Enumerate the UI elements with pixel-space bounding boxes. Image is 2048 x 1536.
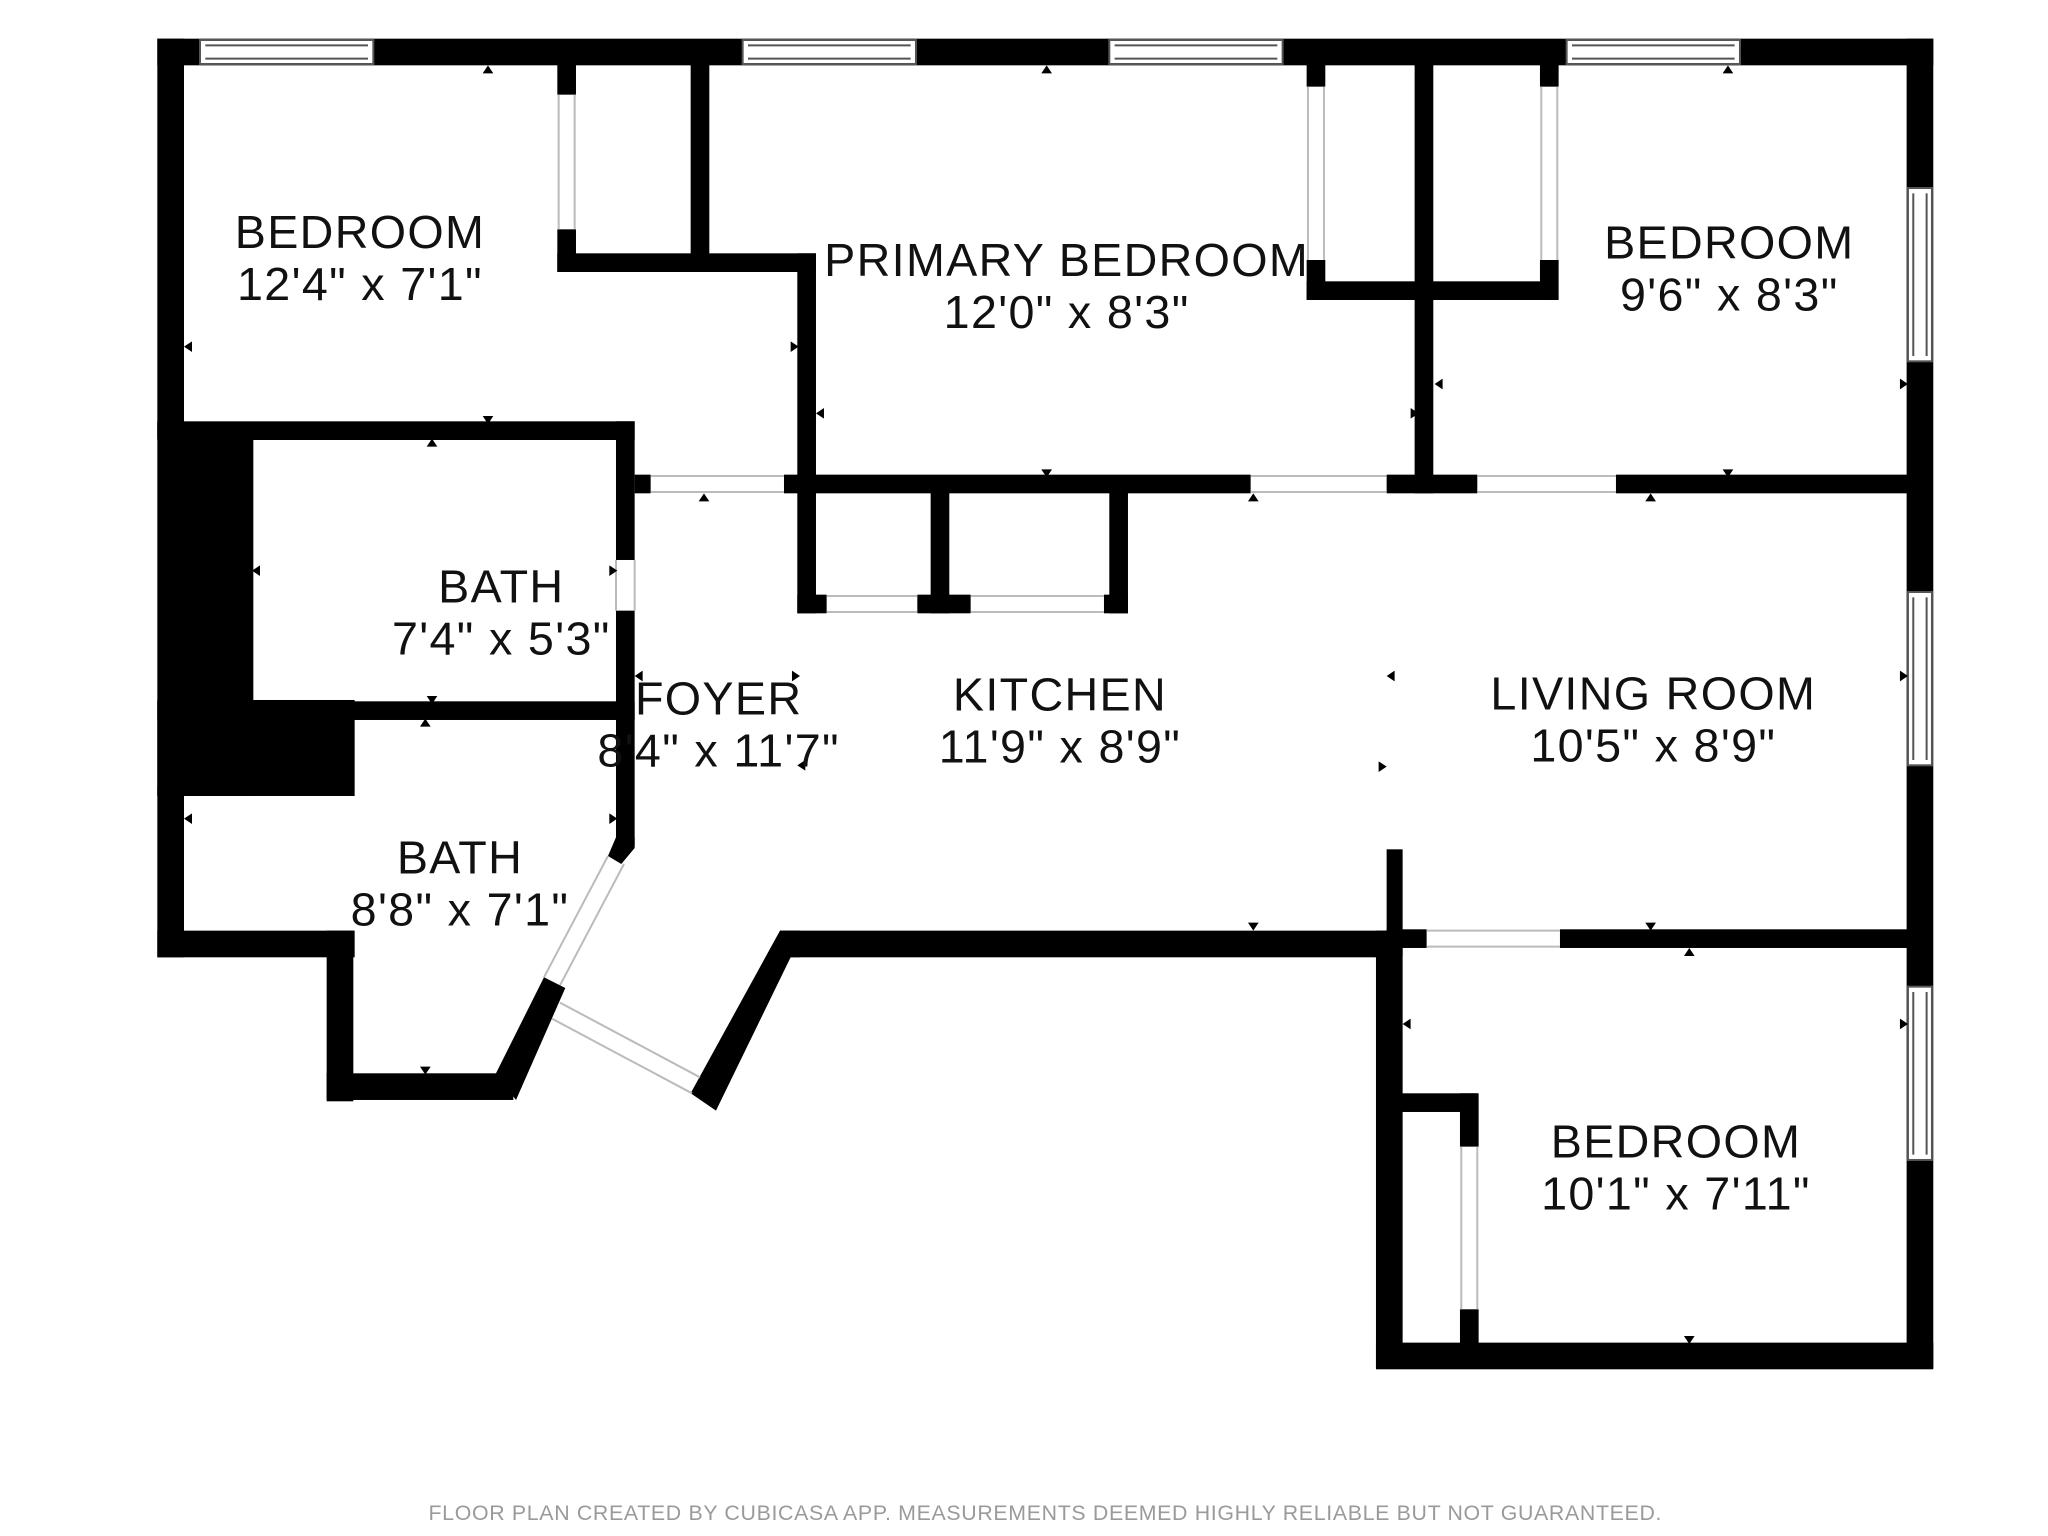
- wall-closet-ne-e: [1539, 59, 1559, 87]
- room-dims-bedroom-ne: 9'6" x 8'3": [1620, 269, 1839, 321]
- wall-bedroom-se-closet-top: [1397, 1093, 1478, 1112]
- dimension-markers: [183, 65, 1908, 1344]
- wall-kitchen-closet-a: [797, 479, 816, 614]
- room-name-living-room: LIVING ROOM: [1490, 667, 1816, 719]
- wall-primary-left: [797, 253, 816, 491]
- room-dims-bath-upper: 7'4" x 5'3": [392, 613, 611, 665]
- window-right-3: [1906, 985, 1933, 1161]
- wall-bedroom-nw-bottom: [157, 421, 635, 440]
- room-dims-bedroom-nw: 12'4" x 7'1": [237, 258, 483, 310]
- wall-closet-nw-d: [690, 59, 710, 260]
- window-top-1: [198, 38, 375, 65]
- wall-bedroom-se-closet-side-a: [1459, 1093, 1479, 1147]
- room-name-primary-bedroom: PRIMARY BEDROOM: [824, 234, 1309, 286]
- room-dims-living-room: 10'5" x 8'9": [1530, 719, 1776, 771]
- room-name-kitchen: KITCHEN: [953, 669, 1167, 721]
- room-dims-bedroom-se: 10'1" x 7'11": [1541, 1167, 1811, 1219]
- room-name-bedroom-nw: BEDROOM: [235, 206, 485, 258]
- window-top-2: [741, 38, 917, 65]
- wall-bath-upper-right-b: [615, 610, 635, 846]
- wall-closet-nw-a: [557, 59, 576, 95]
- room-labels: BEDROOM 12'4" x 7'1" PRIMARY BEDROOM 12'…: [235, 206, 1854, 1219]
- wall-bedroom-se-left: [1375, 930, 1403, 1368]
- wall-hall-d: [1615, 474, 1920, 494]
- wall-bath-upper-right-a: [615, 421, 635, 560]
- footer-disclaimer: FLOOR PLAN CREATED BY CUBICASA APP. MEAS…: [428, 1501, 1662, 1525]
- room-name-bedroom-ne: BEDROOM: [1604, 217, 1854, 269]
- window-top-3: [1108, 38, 1284, 65]
- window-top-4: [1565, 38, 1741, 65]
- window-right-1: [1906, 186, 1933, 363]
- room-dims-foyer: 8'4" x 11'7": [597, 725, 839, 777]
- room-dims-bath-lower: 8'8" x 7'1": [351, 883, 570, 935]
- wall-exterior-left-lower: [157, 786, 184, 958]
- wall-kitchen-closet-f: [1103, 594, 1128, 614]
- wall-bedroom-se-closet-side-b: [1459, 1309, 1479, 1363]
- wall-foyer-diagonal: [690, 930, 800, 1111]
- wall-kitchen-closet-b: [797, 594, 827, 614]
- wall-bath-upper-bottom: [157, 701, 635, 720]
- wall-exterior-left-upper: [157, 38, 184, 439]
- wall-closet-ne-f: [1539, 259, 1559, 300]
- wall-bath-lower-floor: [326, 1073, 514, 1100]
- wall-closet-nw-c: [557, 253, 816, 272]
- wall-kitchen-closet-e: [1109, 479, 1128, 614]
- wall-bedroom-se-bottom: [1375, 1342, 1934, 1370]
- wall-bath-lower-diagonal: [495, 977, 566, 1100]
- wall-hall-a: [634, 474, 651, 494]
- room-dims-kitchen: 11'9" x 8'9": [939, 721, 1181, 773]
- room-name-bath-upper: BATH: [438, 561, 564, 613]
- room-name-bath-lower: BATH: [397, 831, 523, 883]
- wall-bath-lower-bottom: [157, 930, 355, 958]
- wall-living-bedroom-se-top-a: [1386, 929, 1427, 948]
- room-name-foyer: FOYER: [635, 673, 802, 725]
- room-name-bedroom-se: BEDROOM: [1551, 1115, 1801, 1167]
- wall-bath-lower-corner: [607, 837, 635, 864]
- wall-bath-lower-step: [326, 930, 354, 1102]
- wall-closet-ne-d: [1414, 59, 1434, 494]
- wall-kitchen-south: [779, 930, 1400, 958]
- window-right-2: [1906, 590, 1933, 767]
- windows: [198, 38, 1933, 1161]
- room-dims-primary-bedroom: 12'0" x 8'3": [944, 286, 1190, 338]
- openings: [543, 86, 1616, 1310]
- wall-hall-b: [783, 474, 1251, 494]
- wall-kitchen-closet-d: [930, 479, 950, 614]
- wall-closet-ne-a: [1306, 59, 1326, 87]
- wall-living-bedroom-se-top-b: [1559, 929, 1920, 948]
